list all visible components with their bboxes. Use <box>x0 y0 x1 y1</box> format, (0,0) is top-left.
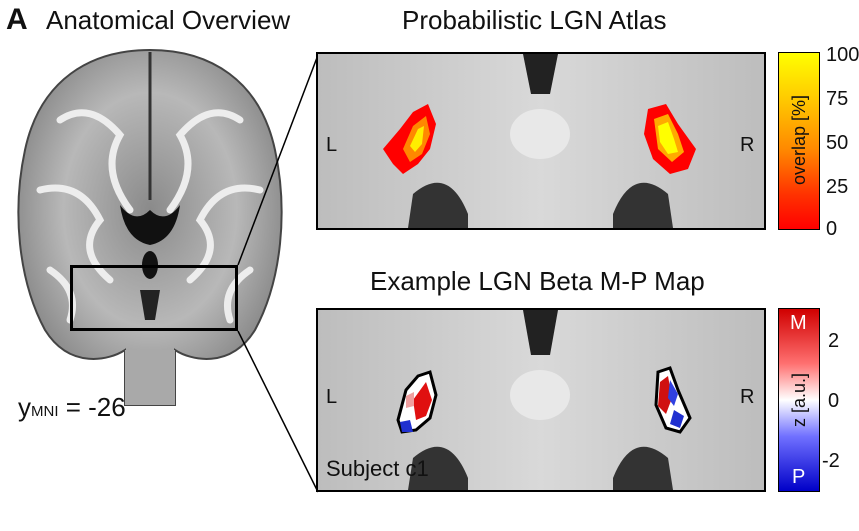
zoom-region-box <box>70 265 238 331</box>
beta-colorbar-mid-label: z [a.u.] <box>789 372 809 428</box>
overlap-tick-25: 25 <box>826 176 849 198</box>
beta-tick-2: 2 <box>828 330 840 352</box>
coord-axis: y <box>18 392 31 422</box>
beta-map-zoom-panel: L R Subject c1 <box>316 308 766 492</box>
beta-colorbar-bottom-label: P <box>792 466 806 488</box>
overlap-tick-100: 100 <box>826 44 859 66</box>
panel-letter: A <box>6 3 28 36</box>
overlap-colorbar <box>778 52 820 230</box>
beta-map-brain-image <box>318 310 764 490</box>
atlas-brain-image <box>318 54 764 228</box>
coord-subscript: MNI <box>31 403 59 420</box>
overlap-tick-75: 75 <box>826 88 849 110</box>
beta-colorbar <box>778 308 820 492</box>
side-right-label-top: R <box>740 134 755 156</box>
side-left-label-bottom: L <box>326 386 338 408</box>
overlap-colorbar-label: overlap [%] <box>789 94 809 186</box>
side-left-label-top: L <box>326 134 338 156</box>
atlas-zoom-panel: L R <box>316 52 766 230</box>
beta-tick-neg2: -2 <box>822 450 840 472</box>
overlap-tick-0: 0 <box>826 218 838 240</box>
beta-tick-0: 0 <box>828 390 840 412</box>
beta-map-title: Example LGN Beta M-P Map <box>370 266 705 296</box>
mni-coordinate-label: yMNI = -26 <box>18 392 126 427</box>
coronal-brain-slice <box>17 48 283 406</box>
overlap-tick-50: 50 <box>826 132 849 154</box>
beta-colorbar-top-label: M <box>790 312 807 334</box>
coord-value: = -26 <box>58 392 126 422</box>
side-right-label-bottom: R <box>740 386 755 408</box>
atlas-title: Probabilistic LGN Atlas <box>402 5 667 35</box>
subject-label: Subject c1 <box>326 456 429 481</box>
anatomical-overview-title: Anatomical Overview <box>46 5 291 35</box>
